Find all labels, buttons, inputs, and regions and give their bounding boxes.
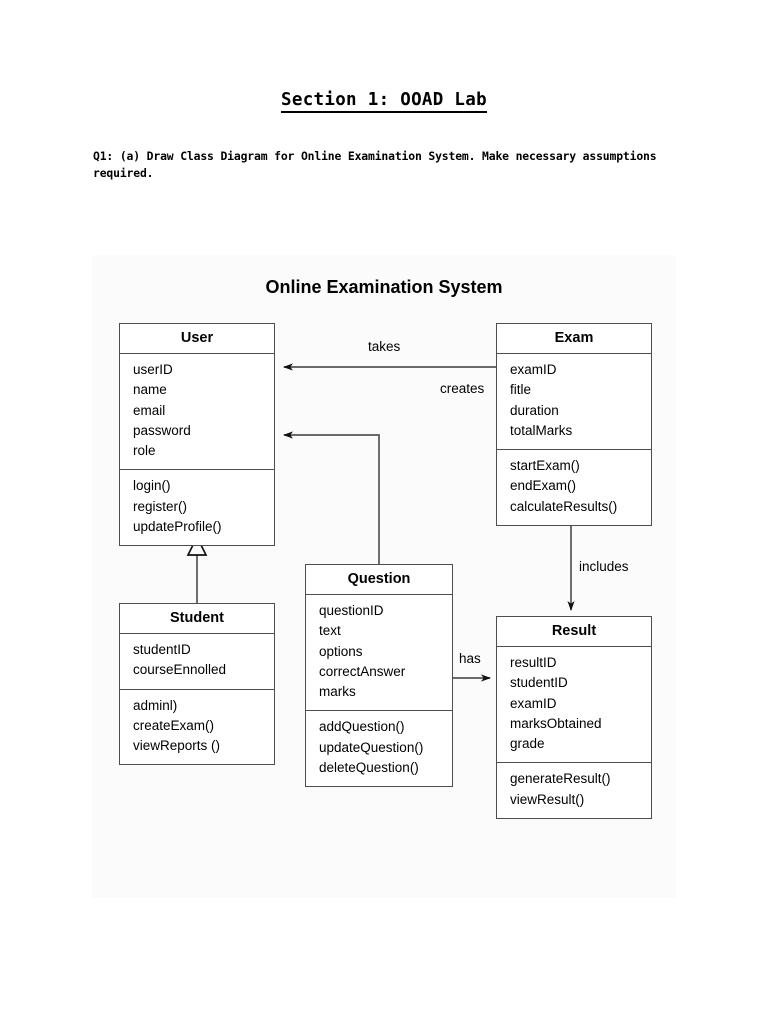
page-title: Section 1: OOAD Lab [0,90,768,113]
edge-label-takes: takes [368,339,401,354]
uml-attribute: userID [133,362,173,377]
edge-label-has: has [459,651,481,666]
uml-attributes-result: resultID studentID examID marksObtained … [497,647,651,764]
relationship-generalization-student-user [186,535,208,603]
uml-methods-result: generateResult() viewResult() [497,763,651,818]
uml-attribute: questionID [319,603,384,618]
question-prompt: Q1: (a) Draw Class Diagram for Online Ex… [93,149,657,180]
uml-attribute: examID [510,362,557,377]
uml-methods-user: login() register() updateProfile() [120,470,274,545]
uml-attribute: name [133,382,167,398]
uml-method: addQuestion() [319,719,405,735]
uml-attributes-question: questionID text options correctAnswer ma… [306,595,452,712]
uml-attribute: email [133,402,166,418]
uml-attribute: totalMarks [510,422,573,438]
uml-method: updateProfile() [133,519,222,535]
edge-label-includes: includes [579,559,629,574]
uml-method: updateQuestion() [319,739,424,755]
uml-methods-student: adminl) createExam() viewReports () [120,690,274,765]
uml-methods-question: addQuestion() updateQuestion() deleteQue… [306,711,452,786]
uml-methods-exam: startExam() endExam() calculateResults() [497,450,651,525]
uml-class-name-question: Question [306,565,452,595]
uml-attribute: courseEnnolled [133,662,227,678]
uml-class-user[interactable]: User userID name email password role log… [119,323,275,547]
uml-class-student[interactable]: Student studentID courseEnnolled adminl)… [119,603,275,766]
uml-attribute: fitle [510,382,532,398]
uml-attribute: password [133,422,191,438]
uml-attribute: text [319,623,341,639]
uml-attribute: marks [319,684,356,700]
uml-method: endExam() [510,478,577,494]
uml-attributes-student: studentID courseEnnolled [120,634,274,690]
uml-method: deleteQuestion() [319,760,419,776]
uml-attribute: grade [510,736,545,752]
uml-attribute: examID [510,695,557,711]
uml-attribute: options [319,643,363,659]
uml-class-result[interactable]: Result resultID studentID examID marksOb… [496,616,652,820]
uml-class-name-exam: Exam [497,324,651,354]
uml-class-name-student: Student [120,604,274,634]
uml-method: adminl) [133,697,178,713]
uml-attribute: studentID [133,642,191,657]
uml-method: viewReports () [133,738,221,754]
uml-method: register() [133,498,188,514]
page-title-text: Section 1: OOAD Lab [281,90,487,113]
uml-attribute: duration [510,402,559,418]
diagram-title: Online Examination System [265,277,503,297]
uml-class-name-user: User [120,324,274,354]
uml-class-name-result: Result [497,617,651,647]
uml-method: viewResult() [510,791,585,807]
class-diagram-panel: Online Examination System tak [92,255,676,898]
relationship-creates [283,431,380,564]
uml-attribute: resultID [510,655,557,670]
uml-class-question[interactable]: Question questionID text options correct… [305,564,453,788]
uml-method: createExam() [133,717,215,733]
uml-class-exam[interactable]: Exam examID fitle duration totalMarks st… [496,323,652,527]
uml-attribute: role [133,443,156,459]
uml-method: startExam() [510,458,580,474]
uml-method: calculateResults() [510,498,618,514]
edge-label-creates: creates [440,381,485,396]
uml-method: generateResult() [510,771,611,787]
uml-attributes-user: userID name email password role [120,354,274,471]
uml-method: login() [133,478,171,494]
uml-attribute: correctAnswer [319,663,406,679]
uml-attributes-exam: examID fitle duration totalMarks [497,354,651,451]
uml-attribute: studentID [510,675,568,691]
uml-attribute: marksObtained [510,715,602,731]
